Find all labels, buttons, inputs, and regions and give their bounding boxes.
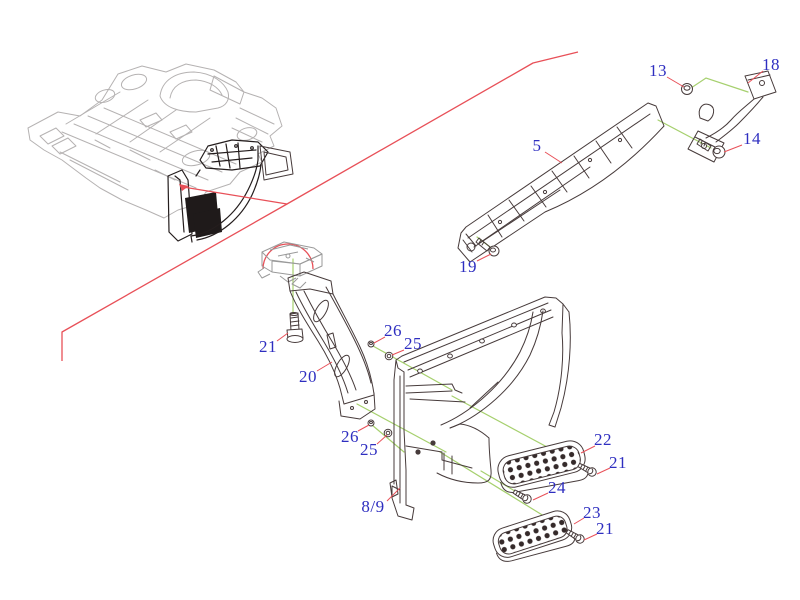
reference-lines xyxy=(61,51,579,361)
pillar-20-drawing xyxy=(287,271,376,420)
inset-mount-detail-drawing xyxy=(257,241,323,289)
cap-nut-13-drawing xyxy=(681,83,693,95)
leader-line-21-13 xyxy=(596,467,611,475)
leader-line-19-4 xyxy=(476,253,492,262)
leader-line-26-7 xyxy=(373,336,386,344)
leader-line-23-15 xyxy=(573,517,585,525)
leader-line-18-2 xyxy=(747,70,764,84)
screw-21-lower-drawing xyxy=(565,529,585,544)
fastener-25-upper-drawing xyxy=(384,351,394,361)
leader-line-13-1 xyxy=(666,76,685,88)
floor-assembly-thumbnail xyxy=(27,63,283,219)
leader-line-21-16 xyxy=(583,533,598,541)
leader-line-21-5 xyxy=(276,332,289,342)
leader-line-5-0 xyxy=(544,151,563,164)
leader-line-22-12 xyxy=(580,445,596,454)
fastener-26-lower-drawing xyxy=(367,419,375,427)
leader-line-25-10 xyxy=(376,434,388,445)
highlighted-stepwell-part xyxy=(167,139,294,243)
step-pad-22-drawing xyxy=(497,440,589,493)
screw-21-upper-drawing xyxy=(577,462,597,477)
step-pad-23-drawing xyxy=(492,510,576,562)
bolt-14-drawing xyxy=(696,138,726,159)
bolt-21-drawing xyxy=(286,312,304,343)
panel-5-drawing xyxy=(457,102,665,263)
leader-line-24-14 xyxy=(532,492,549,501)
screw-19-drawing xyxy=(475,237,500,257)
reference-origin-arrow xyxy=(179,184,189,191)
leader-line-14-3 xyxy=(723,144,743,153)
fastener-25-lower-drawing xyxy=(383,428,393,438)
bracket-18-drawing xyxy=(687,70,777,163)
leader-line-8/9-11 xyxy=(386,487,401,502)
leader-lines-layer xyxy=(276,70,764,541)
sidewall-panel-8-9-drawing xyxy=(389,296,571,521)
screw-24-drawing xyxy=(512,489,532,504)
leader-line-20-6 xyxy=(316,361,333,372)
leader-line-25-8 xyxy=(391,349,405,356)
fastener-26-upper-drawing xyxy=(367,340,375,348)
leader-line-26-9 xyxy=(357,424,370,432)
